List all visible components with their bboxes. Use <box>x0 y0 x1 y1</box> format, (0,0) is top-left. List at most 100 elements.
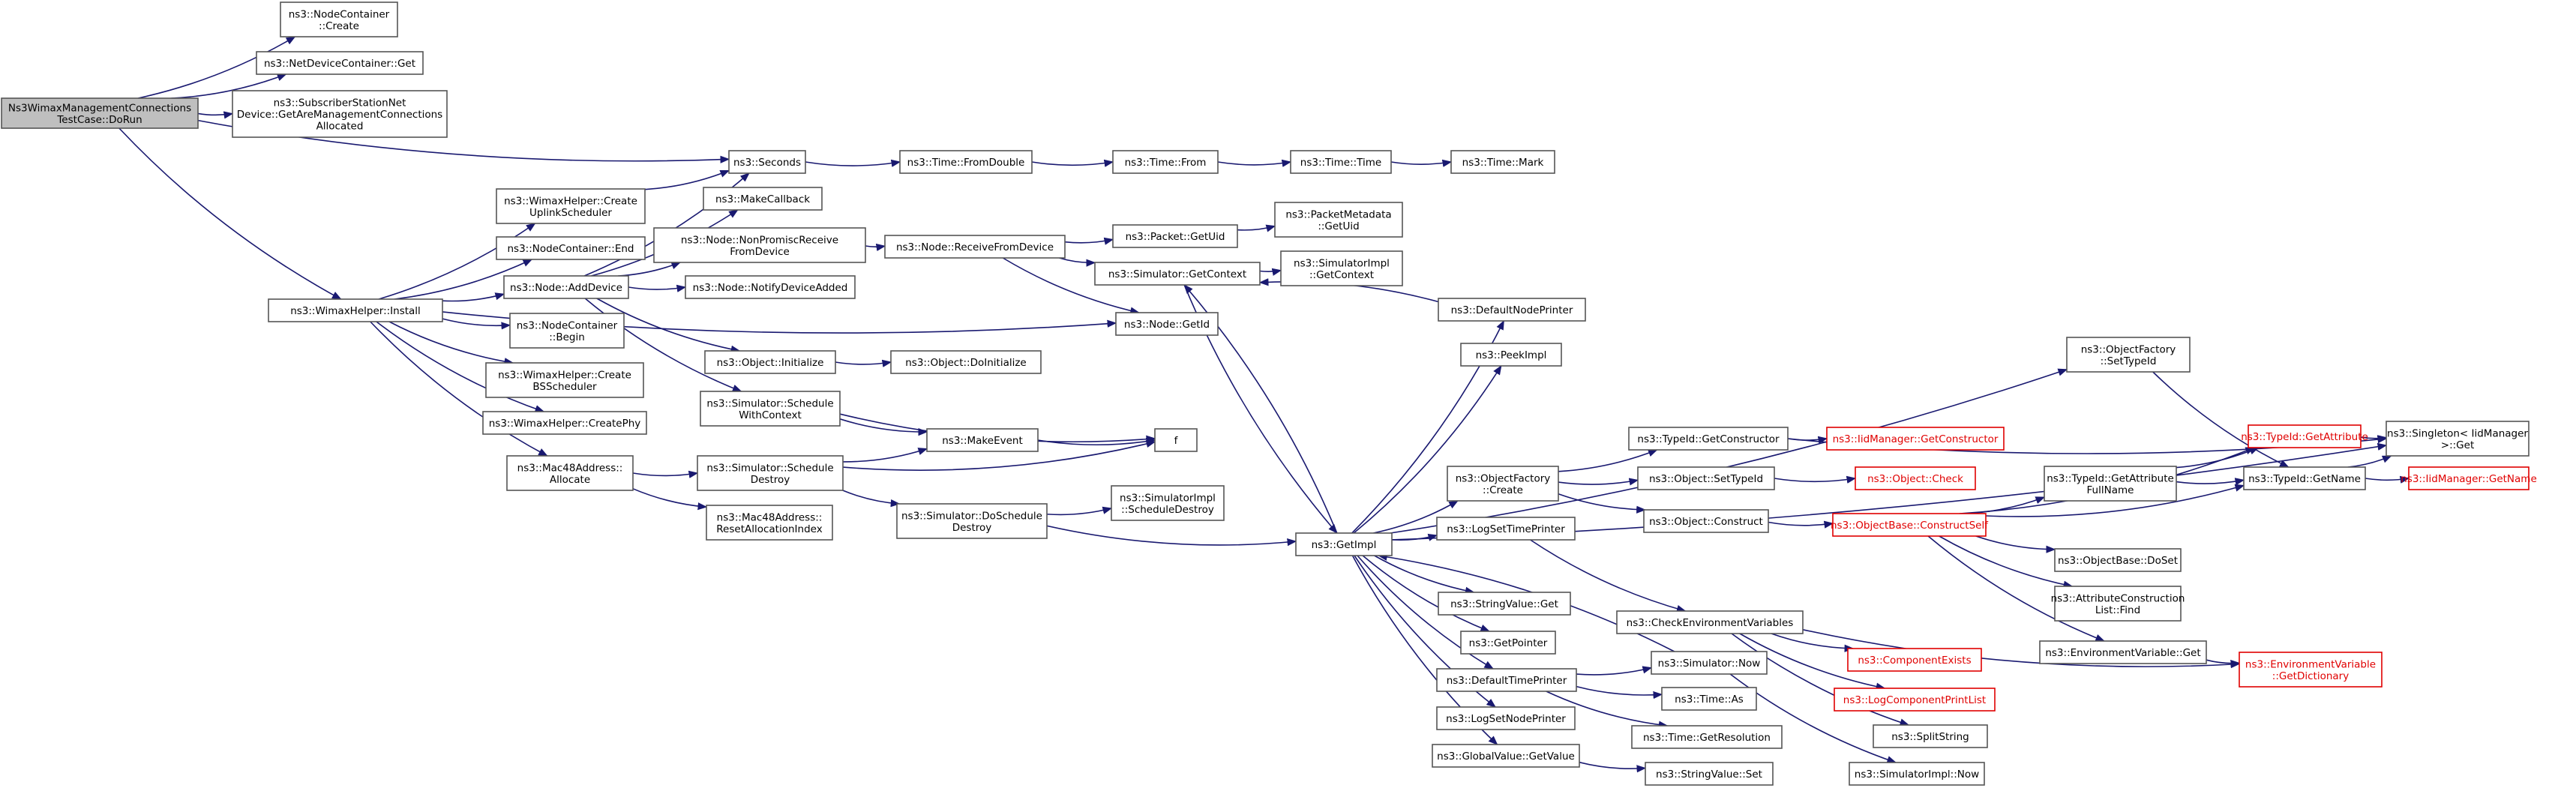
node-nc-create[interactable]: ns3::NodeContainer::Create <box>280 1 398 37</box>
node-box <box>1645 762 1774 786</box>
node-box <box>1834 688 1996 712</box>
node-logsetnodeprinter[interactable]: ns3::LogSetNodePrinter <box>1436 706 1576 730</box>
node-simimpl-now[interactable]: ns3::SimulatorImpl::Now <box>1849 762 1985 786</box>
node-globalvalue-getvalue[interactable]: ns3::GlobalValue::GetValue <box>1432 744 1580 768</box>
node-obj-check[interactable]: ns3::Object::Check <box>1855 466 1976 490</box>
node-box <box>1112 224 1238 248</box>
node-label-line: ns3::MakeEvent <box>942 435 1023 447</box>
node-label-line: ns3::NodeContainer <box>517 319 618 331</box>
node-label-line: ns3::PacketMetadata <box>1285 208 1391 220</box>
node-f[interactable]: f <box>1154 428 1198 452</box>
node-label-line: ns3::LogSetTimePrinter <box>1447 523 1565 535</box>
edge-getimpl-to-stringvalue_get <box>1374 555 1475 595</box>
node-label-line: ns3::Object::Construct <box>1649 516 1763 528</box>
node-peekimpl[interactable]: ns3::PeekImpl <box>1460 343 1562 367</box>
node-time-as[interactable]: ns3::Time::As <box>1661 687 1757 711</box>
node-box <box>503 275 629 299</box>
node-time-getres[interactable]: ns3::Time::GetResolution <box>1631 725 1783 749</box>
edge-getimpl-to-defaulttimeprinter <box>1357 555 1495 670</box>
edge-logsettimeprinter-to-checkenv <box>1530 539 1687 613</box>
node-of-create[interactable]: ns3::ObjectFactory::Create <box>1447 466 1559 502</box>
edge-obj_init-to-obj_doinit <box>835 359 892 367</box>
node-box <box>1832 513 1987 537</box>
node-nc-end[interactable]: ns3::NodeContainer::End <box>496 236 646 260</box>
node-nc-begin[interactable]: ns3::NodeContainer::Begin <box>509 313 625 349</box>
node-stringvalue-get[interactable]: ns3::StringValue::Get <box>1438 592 1571 616</box>
node-defaulttimeprinter[interactable]: ns3::DefaultTimePrinter <box>1436 668 1577 692</box>
node-getimpl[interactable]: ns3::GetImpl <box>1295 532 1393 556</box>
node-wh-install[interactable]: ns3::WimaxHelper::Install <box>268 298 443 322</box>
node-node-getid[interactable]: ns3::Node::GetId <box>1115 312 1219 336</box>
node-node-nda[interactable]: ns3::Node::NotifyDeviceAdded <box>685 275 856 299</box>
node-sim-getcontext[interactable]: ns3::Simulator::GetContext <box>1094 262 1261 286</box>
node-makecallback[interactable]: ns3::MakeCallback <box>703 187 823 211</box>
node-time-time[interactable]: ns3::Time::Time <box>1290 150 1392 174</box>
node-packet-getuid[interactable]: ns3::Packet::GetUid <box>1112 224 1238 248</box>
node-time-mark[interactable]: ns3::Time::Mark <box>1450 150 1555 174</box>
node-makeevent[interactable]: ns3::MakeEvent <box>926 428 1039 452</box>
node-componentexists[interactable]: ns3::ComponentExists <box>1847 648 1982 672</box>
node-envvar-getdict[interactable]: ns3::EnvironmentVariable::GetDictionary <box>2239 652 2383 688</box>
node-box <box>685 275 856 299</box>
node-box <box>2408 466 2530 490</box>
node-envvar-get[interactable]: ns3::EnvironmentVariable::Get <box>2039 640 2207 664</box>
node-sim-scheddestroy[interactable]: ns3::Simulator::ScheduleDestroy <box>697 455 844 491</box>
node-label-line: ::SetTypeId <box>2101 355 2157 367</box>
node-obj-init[interactable]: ns3::Object::Initialize <box>704 350 836 374</box>
node-time-fromdouble[interactable]: ns3::Time::FromDouble <box>899 150 1033 174</box>
node-label-line: ns3::Node::ReceiveFromDevice <box>896 241 1054 253</box>
node-logsettimeprinter[interactable]: ns3::LogSetTimePrinter <box>1436 517 1576 541</box>
node-typeid-getctor[interactable]: ns3::TypeId::GetConstructor <box>1628 427 1789 451</box>
node-ob-constructself[interactable]: ns3::ObjectBase::ConstructSelf <box>1831 513 1989 537</box>
node-simimpl-sd[interactable]: ns3::SimulatorImpl::ScheduleDestroy <box>1111 485 1225 521</box>
node-node-rfd[interactable]: ns3::Node::ReceiveFromDevice <box>884 235 1066 259</box>
node-typeid-getname[interactable]: ns3::TypeId::GetName <box>2243 466 2366 490</box>
node-sim-now[interactable]: ns3::Simulator::Now <box>1651 651 1768 675</box>
node-seconds[interactable]: ns3::Seconds <box>728 150 806 174</box>
node-splitstring[interactable]: ns3::SplitString <box>1873 724 1988 748</box>
node-checkenv[interactable]: ns3::CheckEnvironmentVariables <box>1616 610 1804 634</box>
node-time-from[interactable]: ns3::Time::From <box>1112 150 1219 174</box>
node-pm-getuid[interactable]: ns3::PacketMetadata::GetUid <box>1274 202 1403 238</box>
node-box <box>1855 466 1976 490</box>
node-of-settypeid[interactable]: ns3::ObjectFactory::SetTypeId <box>2066 337 2191 373</box>
node-label-line: ns3::GlobalValue::GetValue <box>1437 751 1575 763</box>
node-defaultnodeprinter[interactable]: ns3::DefaultNodePrinter <box>1438 298 1586 322</box>
node-box <box>2054 586 2182 622</box>
node-mac-reset[interactable]: ns3::Mac48Address::ResetAllocationIndex <box>706 505 833 541</box>
node-box <box>1849 762 1985 786</box>
edge-root-to-wh_install <box>118 127 342 300</box>
node-label-line: ns3::NetDeviceContainer::Get <box>264 58 415 70</box>
node-ssnd[interactable]: ns3::SubscriberStationNetDevice::GetAreM… <box>232 90 448 138</box>
node-obj-doinit[interactable]: ns3::Object::DoInitialize <box>890 350 1042 374</box>
node-label-line: ns3::ObjectBase::DoSet <box>2058 555 2178 567</box>
node-logcomponentprintlist[interactable]: ns3::LogComponentPrintList <box>1834 688 1996 712</box>
node-box <box>1661 687 1757 711</box>
node-ndc-get[interactable]: ns3::NetDeviceContainer::Get <box>256 51 424 75</box>
node-label-line: ns3::SubscriberStationNet <box>274 97 406 109</box>
node-node-adddevice[interactable]: ns3::Node::AddDevice <box>503 275 629 299</box>
node-wh-createphy[interactable]: ns3::WimaxHelper::CreatePhy <box>482 411 647 435</box>
node-iid-getname[interactable]: ns3::IidManager::GetName <box>2401 466 2537 490</box>
node-obj-construct[interactable]: ns3::Object::Construct <box>1643 509 1769 533</box>
node-typeid-getattr[interactable]: ns3::TypeId::GetAttribute <box>2241 424 2368 448</box>
node-root[interactable]: Ns3WimaxManagementConnectionsTestCase::D… <box>1 97 199 129</box>
node-singleton-get[interactable]: ns3::Singleton< IidManager>::Get <box>2386 421 2530 457</box>
node-getpointer[interactable]: ns3::GetPointer <box>1460 631 1556 655</box>
node-simimpl-getcontext[interactable]: ns3::SimulatorImpl::GetContext <box>1280 250 1403 286</box>
node-mac-allocate[interactable]: ns3::Mac48Address::Allocate <box>506 455 634 491</box>
node-ob-doset[interactable]: ns3::ObjectBase::DoSet <box>2054 548 2182 572</box>
node-box <box>2386 421 2530 457</box>
node-stringvalue-set[interactable]: ns3::StringValue::Set <box>1645 762 1774 786</box>
node-obj-settypeid[interactable]: ns3::Object::SetTypeId <box>1637 466 1775 490</box>
node-iid-getctor[interactable]: ns3::IidManager::GetConstructor <box>1826 427 2005 451</box>
edge-wh_install-to-nc_end <box>394 259 533 300</box>
